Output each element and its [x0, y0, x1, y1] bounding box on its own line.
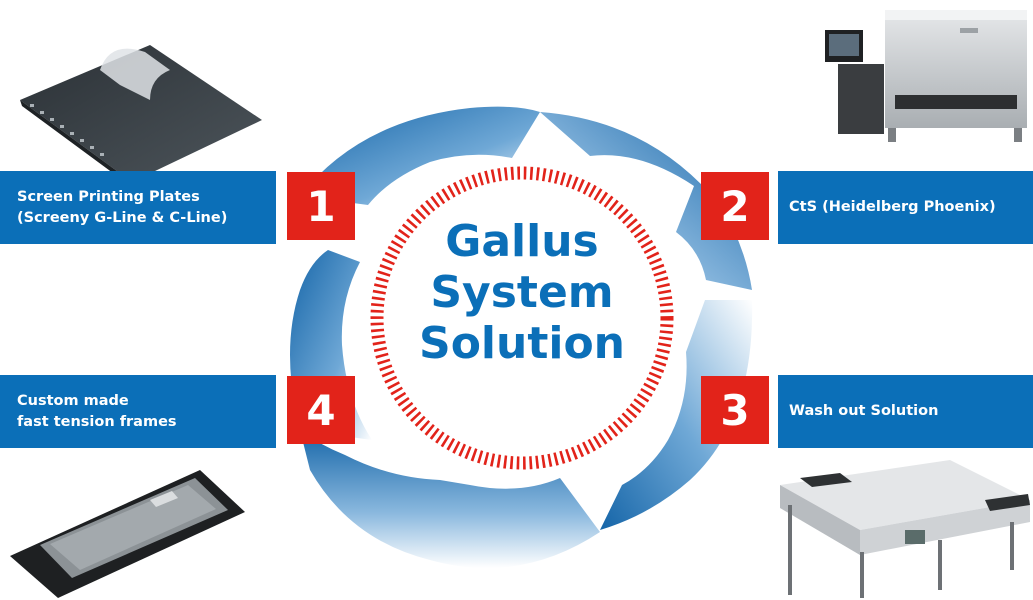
step-3-number-badge: 3 [701, 376, 769, 444]
step-4-number-badge: 4 [287, 376, 355, 444]
step-3-banner: Wash out Solution [778, 375, 1033, 448]
center-title-line-2: System [430, 267, 614, 318]
step-4-banner: Custom made fast tension frames [0, 375, 276, 448]
step-1-label: Screen Printing Plates (Screeny G-Line &… [17, 188, 228, 226]
screen-printing-plate-image [20, 45, 262, 190]
dashed-ring [370, 166, 674, 470]
tension-frame-image [10, 470, 245, 598]
center-disc [367, 163, 677, 473]
center-title-line-1: Gallus [445, 216, 599, 267]
center-title: Gallus System Solution [412, 216, 632, 369]
cts-machine-image [825, 10, 1027, 142]
cycle-arrow-bottom-left [300, 430, 600, 569]
cycle-arrow-top-right [540, 112, 752, 290]
step-2-number-badge: 2 [701, 172, 769, 240]
step-2-label: CtS (Heidelberg Phoenix) [789, 199, 996, 215]
step-1-banner: Screen Printing Plates (Screeny G-Line &… [0, 171, 276, 244]
wash-out-unit-image [780, 460, 1030, 598]
step-4-label: Custom made fast tension frames [17, 392, 177, 430]
cycle-arrow-top-left [300, 106, 540, 205]
step-1-number-badge: 1 [287, 172, 355, 240]
step-2-banner: CtS (Heidelberg Phoenix) [778, 171, 1033, 244]
cycle-arrows [290, 106, 753, 569]
step-3-label: Wash out Solution [789, 403, 939, 419]
cycle-arrow-bottom-right [600, 300, 753, 530]
center-title-line-3: Solution [419, 318, 625, 369]
